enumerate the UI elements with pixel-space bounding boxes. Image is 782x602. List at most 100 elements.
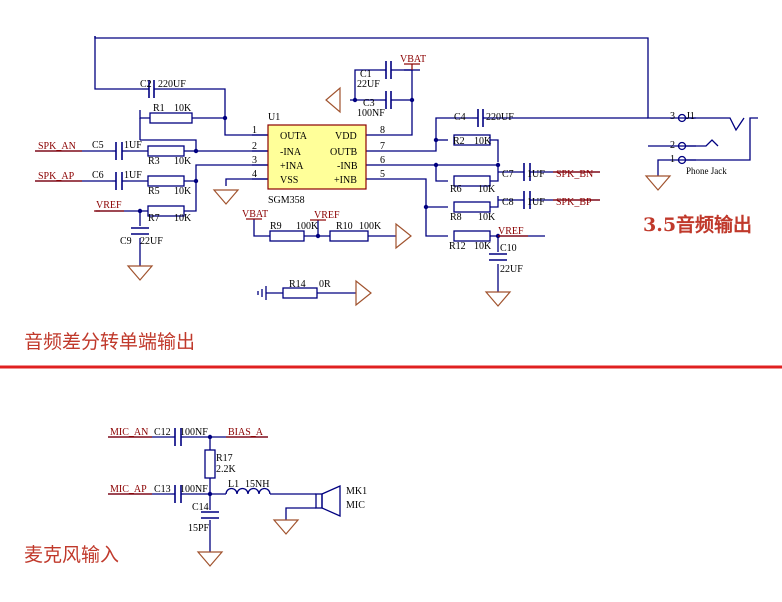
component-ref: R1 <box>153 103 165 114</box>
labels: U1 SGM358 OUTA -INA +INA VSS VDD OUTB -I… <box>24 54 752 566</box>
resistor-R10 <box>329 230 369 242</box>
component-ref: C1 <box>360 69 372 80</box>
net-label: VBAT <box>400 54 426 65</box>
net-label: SPK_BP <box>556 197 592 208</box>
net-label: VREF <box>96 200 122 211</box>
ground-icon <box>196 551 224 567</box>
capacitor-C13 <box>172 485 184 503</box>
component-value: 10K <box>174 103 192 114</box>
jack-pin-number: 3 <box>670 111 675 122</box>
net-label: BIAS_A <box>228 427 264 438</box>
component-ref: R2 <box>453 136 465 147</box>
ground-icon <box>212 189 240 205</box>
component-ref: R8 <box>450 212 462 223</box>
ic-pin-name: OUTA <box>280 131 308 142</box>
component-value: MIC <box>346 500 365 511</box>
resistors <box>147 112 491 479</box>
inductor-L1 <box>225 487 271 495</box>
net-label: VBAT <box>242 209 268 220</box>
resistor-R6 <box>453 175 491 187</box>
component-value: Phone Jack <box>686 166 727 176</box>
component-value: 220UF <box>486 112 514 123</box>
component-value: 1UF <box>527 169 545 180</box>
component-value: 22UF <box>357 79 380 90</box>
net-label: MIC_AP <box>110 484 147 495</box>
ic-pin-name: VDD <box>335 131 357 142</box>
ic-pin-number: 1 <box>252 125 257 136</box>
component-value: 10K <box>474 136 492 147</box>
component-ref: L1 <box>228 479 239 490</box>
resistor-R14 <box>282 287 318 299</box>
component-ref: C6 <box>92 170 104 181</box>
component-ref: C10 <box>500 243 517 254</box>
ground-icon <box>395 222 412 250</box>
capacitor-C9 <box>131 227 149 235</box>
capacitor-C3 <box>380 91 396 109</box>
component-ref: R3 <box>148 156 160 167</box>
ic-ref: U1 <box>268 112 280 123</box>
resistor-R17 <box>204 449 216 479</box>
component-ref: R12 <box>449 241 466 252</box>
ground-icon <box>484 291 512 307</box>
net-label: VREF <box>498 226 524 237</box>
component-value: 10K <box>478 212 496 223</box>
component-value: 1UF <box>124 170 142 181</box>
component-ref: J1 <box>686 111 695 122</box>
diff-section-title: 音频差分转单端输出 <box>24 331 195 353</box>
net-label: SPK_BN <box>556 169 593 180</box>
capacitor-C8 <box>520 191 536 209</box>
ic-pin-number: 2 <box>252 141 257 152</box>
component-value: 15NH <box>245 479 269 490</box>
resistor-R5 <box>147 175 185 187</box>
ic-pin-number: 5 <box>380 169 385 180</box>
component-ref: MK1 <box>346 486 367 497</box>
net-underlines <box>35 150 600 495</box>
mic-section-title: 麦克风输入 <box>24 544 119 566</box>
capacitors <box>112 61 536 519</box>
ground-icon <box>272 519 300 535</box>
jack-pin-number: 1 <box>670 154 675 165</box>
ic-pin-name: +INB <box>334 175 357 186</box>
component-ref: C14 <box>192 502 209 513</box>
component-value: 220UF <box>158 79 186 90</box>
jack-section-title: 3.5音频输出 <box>643 213 752 236</box>
component-ref: C8 <box>502 197 514 208</box>
component-value: 100NF <box>180 427 208 438</box>
component-ref: C3 <box>363 98 375 109</box>
component-value: 1UF <box>124 140 142 151</box>
component-value: 100K <box>296 221 319 232</box>
component-ref: R6 <box>450 184 462 195</box>
component-value: 22UF <box>140 236 163 247</box>
capacitor-C5 <box>112 142 128 160</box>
component-ref: C13 <box>154 484 171 495</box>
net-label: MIC_AN <box>110 427 148 438</box>
capacitor-C12 <box>172 428 184 446</box>
ground-icon <box>644 175 672 191</box>
ic-pin-name: VSS <box>280 175 298 186</box>
component-value: 10K <box>174 156 192 167</box>
microphone-MK1 <box>315 484 341 518</box>
component-ref: R5 <box>148 186 160 197</box>
ic-pin-number: 6 <box>380 155 385 166</box>
net-label: SPK_AN <box>38 141 76 152</box>
ic-pin-name: -INA <box>280 147 302 158</box>
component-value: 2.2K <box>216 464 237 475</box>
capacitor-C1 <box>380 61 396 79</box>
resistor-R9 <box>269 230 305 242</box>
capacitor-C4 <box>472 109 490 127</box>
ground-icon <box>355 279 372 307</box>
resistor-R2 <box>453 134 491 146</box>
ic-pin-name: -INB <box>337 161 358 172</box>
capacitor-C14 <box>201 511 219 519</box>
capacitor-C7 <box>520 163 536 181</box>
component-ref: R9 <box>270 221 282 232</box>
component-value: 15PF <box>188 523 210 534</box>
component-value: 100NF <box>357 108 385 119</box>
net-label: SPK_AP <box>38 171 75 182</box>
ground-icon <box>325 86 341 114</box>
component-ref: C4 <box>454 112 466 123</box>
component-value: 22UF <box>500 264 523 275</box>
capacitor-C10 <box>489 253 507 261</box>
component-ref: R10 <box>336 221 353 232</box>
phone-jack-J1 <box>677 113 758 165</box>
